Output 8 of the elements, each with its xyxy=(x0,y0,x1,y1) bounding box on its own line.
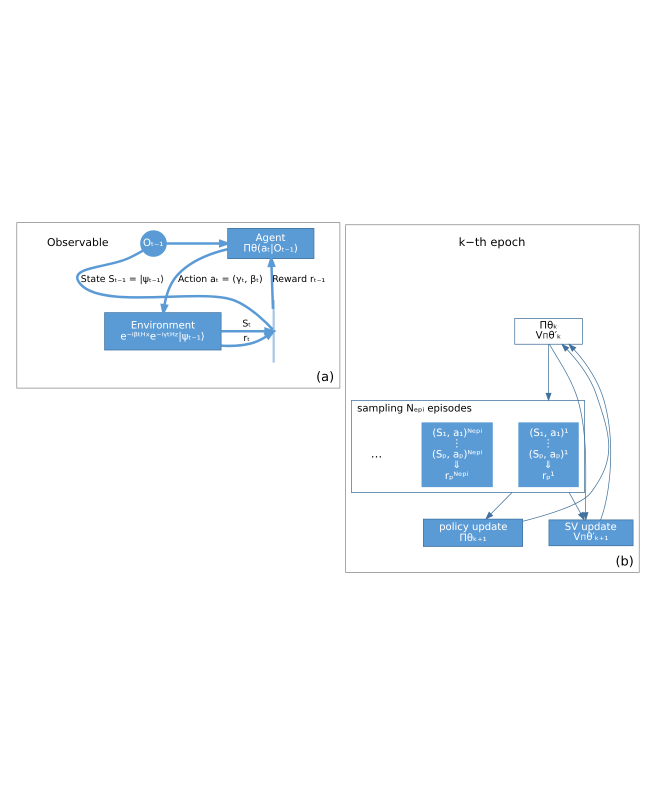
edge-label: State Sₜ₋₁ = |ψₜ₋₁⟩ xyxy=(80,273,164,284)
label: k−th epoch xyxy=(458,234,526,249)
edge-label: Sₜ xyxy=(242,318,252,330)
node-label: Observable xyxy=(46,236,108,249)
edge-label: rₜ xyxy=(243,332,250,344)
edge-label: Reward rₜ₋₁ xyxy=(272,273,326,284)
label: … xyxy=(370,446,382,460)
edge-label: Action aₜ = (γₜ, βₜ) xyxy=(178,273,263,284)
